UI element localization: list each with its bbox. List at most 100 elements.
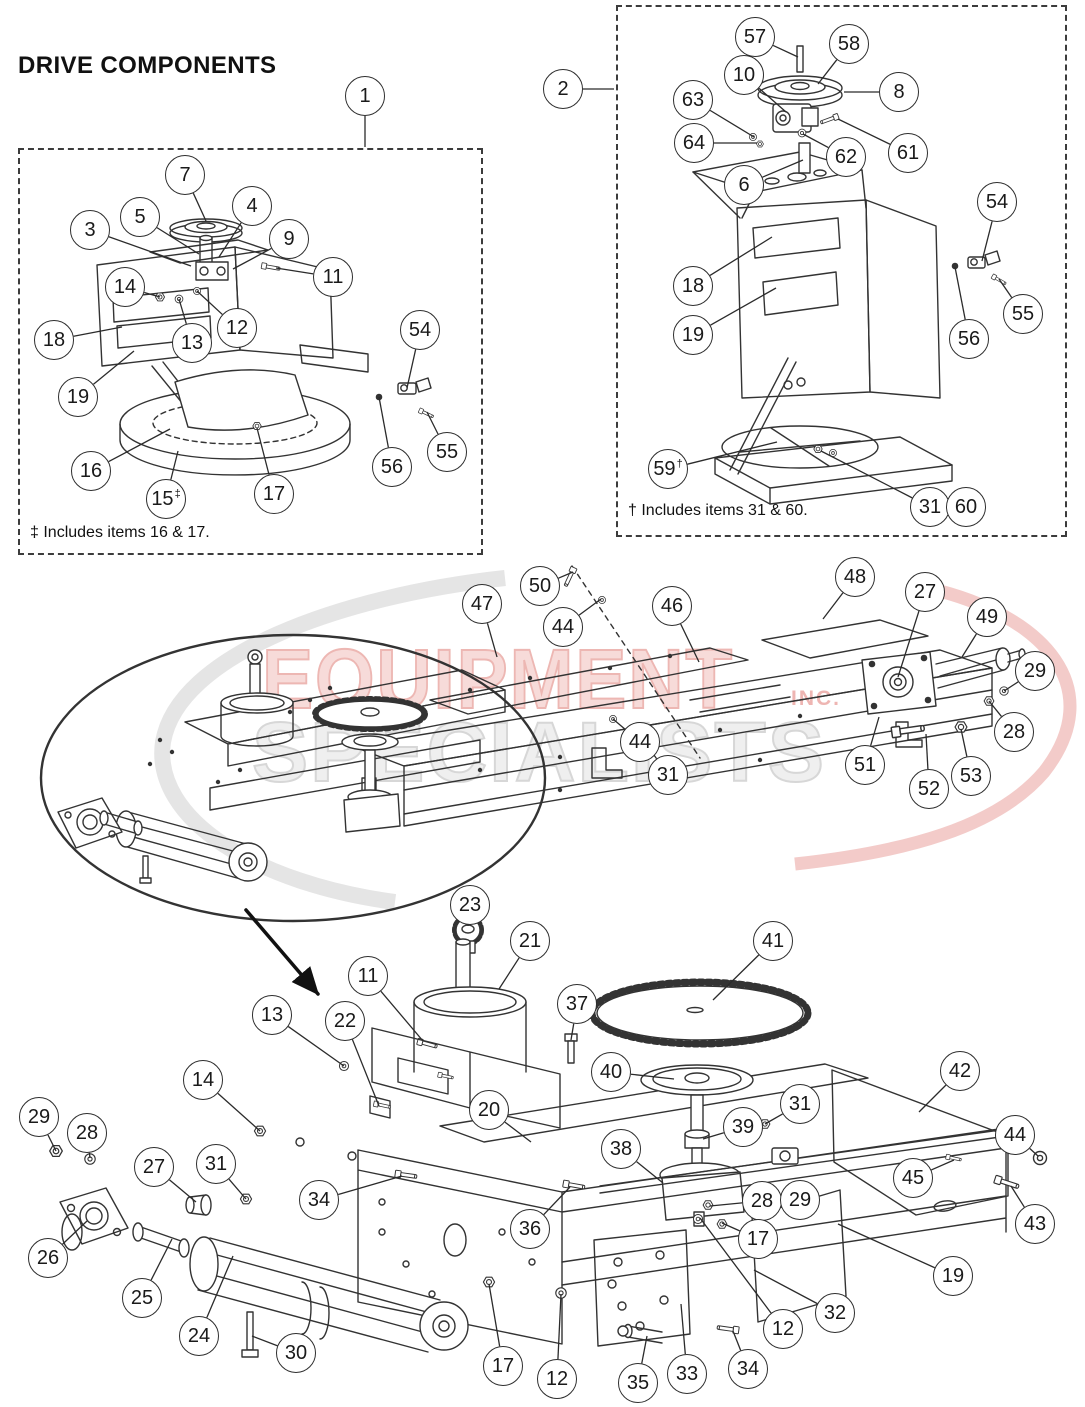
callout-29: 29: [19, 1097, 59, 1137]
callout-49: 49: [967, 597, 1007, 637]
callout-36: 36: [510, 1209, 550, 1249]
callout-44: 44: [620, 722, 660, 762]
callout-53: 53: [951, 756, 991, 796]
callout-48: 48: [835, 557, 875, 597]
callout-15-marked: 15‡: [146, 479, 186, 519]
callout-35: 35: [618, 1363, 658, 1403]
watermark-logo: EQUIPMENT SPECIALISTS INC.: [154, 570, 1077, 910]
callout-63: 63: [673, 80, 713, 120]
callout-29: 29: [780, 1180, 820, 1220]
detail-box-2: [616, 5, 1067, 537]
callout-31: 31: [780, 1084, 820, 1124]
callout-23: 23: [450, 885, 490, 925]
callout-33: 33: [667, 1354, 707, 1394]
callout-22: 22: [325, 1001, 365, 1041]
callout-11: 11: [348, 956, 388, 996]
callout-19: 19: [933, 1256, 973, 1296]
callout-21: 21: [510, 921, 550, 961]
callout-55: 55: [427, 432, 467, 472]
callout-25: 25: [122, 1278, 162, 1318]
callout-44: 44: [543, 607, 583, 647]
detail-box-2-note: † Includes items 31 & 60.: [628, 502, 808, 519]
callout-19: 19: [673, 315, 713, 355]
callout-17: 17: [254, 474, 294, 514]
detail-bubble-drawing: [39, 633, 547, 996]
callout-2: 2: [543, 69, 583, 109]
callout-54: 54: [400, 310, 440, 350]
callout-40: 40: [591, 1052, 631, 1092]
detail-box-1-note: ‡ Includes items 16 & 17.: [30, 524, 210, 541]
callout-62: 62: [826, 137, 866, 177]
box1-spreader-drawing: [96, 218, 435, 476]
callout-12: 12: [217, 308, 257, 348]
callout-14: 14: [105, 267, 145, 307]
callout-12: 12: [763, 1309, 803, 1349]
callout-28: 28: [742, 1181, 782, 1221]
callout-34: 34: [299, 1180, 339, 1220]
callout-51: 51: [845, 745, 885, 785]
callout-17: 17: [483, 1346, 523, 1386]
callout-38: 38: [601, 1129, 641, 1169]
callout-45: 45: [893, 1158, 933, 1198]
callout-55: 55: [1003, 294, 1043, 334]
callout-61: 61: [888, 133, 928, 173]
callout-28: 28: [994, 712, 1034, 752]
callout-57: 57: [735, 17, 775, 57]
callout-31: 31: [648, 755, 688, 795]
callout-58: 58: [829, 24, 869, 64]
callout-12: 12: [537, 1359, 577, 1399]
callout-39: 39: [723, 1107, 763, 1147]
callout-64: 64: [674, 123, 714, 163]
callout-43: 43: [1015, 1204, 1055, 1244]
callout-27: 27: [905, 572, 945, 612]
callout-18: 18: [34, 320, 74, 360]
conveyor-frame-drawing: [351, 565, 1026, 827]
callout-leader-lines: [47, 44, 1039, 1364]
callout-24: 24: [179, 1316, 219, 1356]
callout-3: 3: [70, 210, 110, 250]
callout-28: 28: [67, 1113, 107, 1153]
callout-60: 60: [946, 487, 986, 527]
callout-52: 52: [909, 769, 949, 809]
callout-13: 13: [172, 323, 212, 363]
callout-19: 19: [58, 377, 98, 417]
detail-box-1: [18, 148, 483, 555]
callout-41: 41: [753, 921, 793, 961]
callout-18: 18: [673, 266, 713, 306]
callout-9: 9: [269, 219, 309, 259]
callout-37: 37: [557, 984, 597, 1024]
callout-7: 7: [165, 155, 205, 195]
callout-4: 4: [232, 186, 272, 226]
callout-27: 27: [134, 1147, 174, 1187]
callout-56: 56: [372, 447, 412, 487]
callout-42: 42: [940, 1051, 980, 1091]
callout-5: 5: [120, 197, 160, 237]
callout-47: 47: [462, 584, 502, 624]
callout-10: 10: [724, 55, 764, 95]
callout-44: 44: [995, 1115, 1035, 1155]
callout-34: 34: [728, 1349, 768, 1389]
callout-59-marked: 59†: [648, 449, 688, 489]
callout-11: 11: [313, 257, 353, 297]
callout-6: 6: [724, 165, 764, 205]
callout-54: 54: [977, 182, 1017, 222]
callout-50: 50: [520, 566, 560, 606]
page-title: DRIVE COMPONENTS: [18, 52, 277, 79]
bottom-assembly-drawing: [49, 914, 1048, 1358]
callout-26: 26: [28, 1238, 68, 1278]
callout-31: 31: [910, 487, 950, 527]
callout-16: 16: [71, 451, 111, 491]
watermark-suffix: INC.: [791, 687, 841, 710]
callout-29: 29: [1015, 651, 1055, 691]
callout-46: 46: [652, 586, 692, 626]
callout-17: 17: [738, 1219, 778, 1259]
callout-14: 14: [183, 1060, 223, 1100]
callout-56: 56: [949, 319, 989, 359]
callout-20: 20: [469, 1090, 509, 1130]
callout-30: 30: [276, 1333, 316, 1373]
callout-1: 1: [345, 76, 385, 116]
box2-spreader-drawing: [692, 45, 1008, 505]
callout-13: 13: [252, 995, 292, 1035]
